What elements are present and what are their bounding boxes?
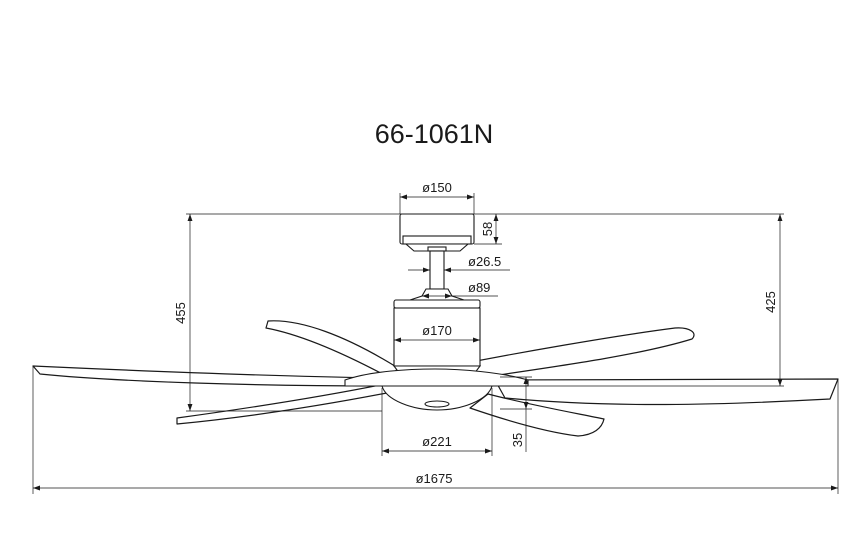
dim-canopy-height-label: 58 bbox=[480, 222, 495, 236]
downrod bbox=[429, 250, 445, 290]
dim-canopy-height: 58 bbox=[474, 214, 502, 245]
dim-motor-diameter-label: ø170 bbox=[422, 323, 452, 338]
dim-overall-height-right-label: 425 bbox=[763, 291, 778, 313]
dim-overall-height-right: 425 bbox=[528, 214, 784, 387]
dim-downrod-diameter-label: ø26.5 bbox=[468, 254, 501, 269]
dim-downrod-diameter: ø26.5 bbox=[408, 254, 510, 273]
dim-light-diameter-label: ø221 bbox=[422, 434, 452, 449]
canopy bbox=[399, 213, 475, 252]
light-kit bbox=[344, 368, 529, 411]
dim-blade-span: ø1675 bbox=[32, 366, 839, 494]
blade-far-right bbox=[494, 378, 839, 406]
model-title: 66-1061N bbox=[375, 119, 494, 149]
dim-canopy-diameter: ø150 bbox=[399, 180, 475, 214]
dim-blade-span-label: ø1675 bbox=[416, 471, 453, 486]
dim-overall-height-left-label: 455 bbox=[173, 302, 188, 324]
blade-upper-left bbox=[265, 320, 399, 379]
dim-collar-diameter: ø89 bbox=[422, 280, 498, 299]
dim-overall-height-left: 455 bbox=[173, 214, 382, 412]
dim-light-height-label: 35 bbox=[510, 433, 525, 447]
dim-collar-diameter-label: ø89 bbox=[468, 280, 490, 295]
motor-collar bbox=[409, 288, 465, 301]
motor-housing bbox=[392, 299, 482, 375]
dim-light-diameter: ø221 bbox=[381, 388, 493, 456]
fan-blades bbox=[32, 320, 839, 437]
blade-far-left bbox=[32, 365, 383, 387]
dim-light-height: 35 bbox=[500, 376, 532, 452]
blade-lower-right bbox=[469, 393, 605, 437]
blade-lower-left bbox=[176, 383, 393, 425]
dim-canopy-diameter-label: ø150 bbox=[422, 180, 452, 195]
blade-upper-right bbox=[429, 327, 695, 379]
dim-motor-diameter: ø170 bbox=[394, 323, 480, 343]
